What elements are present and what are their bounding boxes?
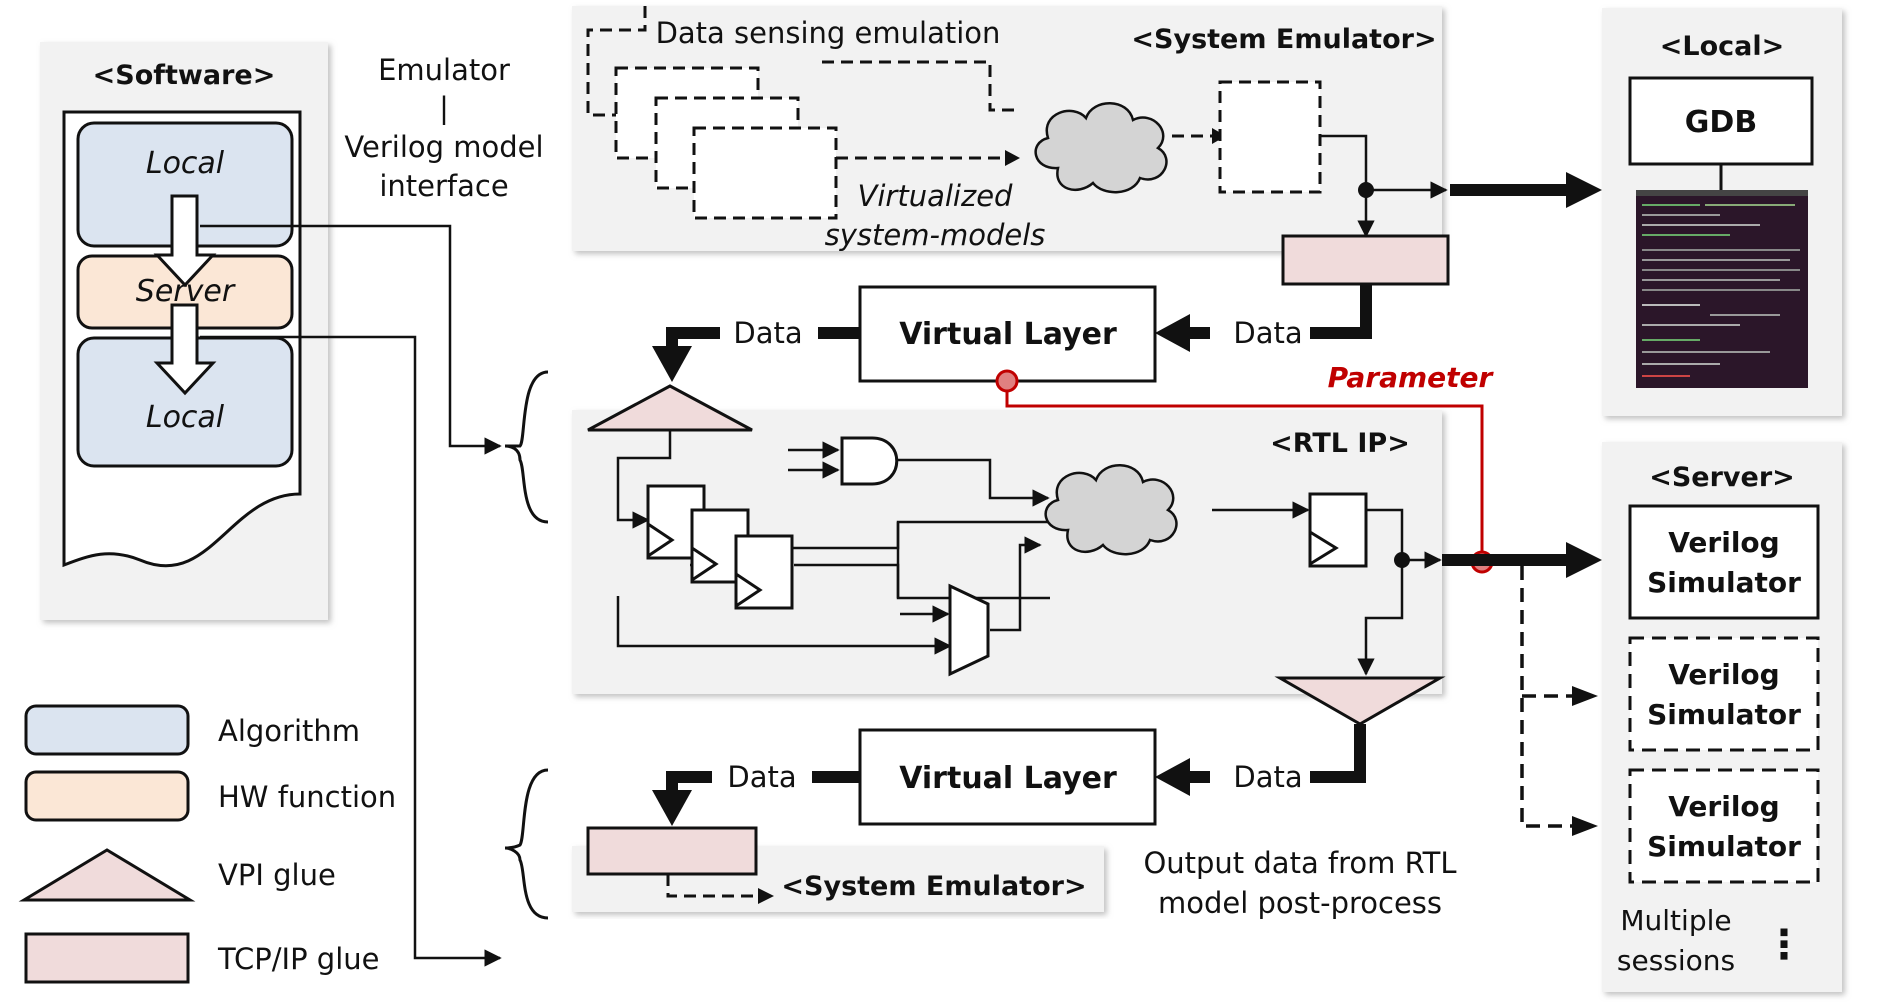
virtual-layer-top-label: Virtual Layer	[899, 317, 1117, 352]
server-title: <Server>	[1649, 462, 1795, 493]
brace-bottom	[504, 768, 549, 920]
svg-text:Simulator: Simulator	[1647, 566, 1801, 599]
local-top-label: Local	[146, 146, 225, 181]
flow-arrow-down-2	[153, 303, 217, 396]
svg-text:Emulator: Emulator	[378, 53, 510, 87]
data-sensing-label: Data sensing emulation	[656, 16, 1001, 50]
output-register	[1308, 492, 1368, 568]
output-note: Output data from RTL model post-process	[1143, 846, 1456, 920]
data-label-bottom-right: Data	[1233, 760, 1302, 794]
arrow-to-local	[1566, 172, 1602, 208]
local-panel: <Local> GDB	[1602, 8, 1842, 416]
virtualized-label-2: system-models	[825, 218, 1046, 252]
data-label-top-left: Data	[733, 316, 802, 350]
tcp-ip-glue-top	[1281, 234, 1450, 286]
arrow-to-server	[1566, 542, 1602, 578]
legend-label-algorithm: Algorithm	[218, 714, 360, 748]
legend-swatch-vpi-glue	[18, 848, 196, 902]
software-connectors	[200, 224, 502, 967]
parameter-label: Parameter	[1328, 361, 1495, 394]
legend-swatch-tcp-ip-glue	[24, 932, 190, 984]
verilog-simulator-3	[1628, 768, 1820, 884]
legend-label-hw-function: HW function	[218, 780, 396, 814]
rtl-ip-title: <RTL IP>	[1270, 428, 1410, 459]
legend-swatch-algorithm	[24, 704, 190, 756]
legend-label-tcp-ip-glue: TCP/IP glue	[217, 942, 379, 976]
brace-top	[504, 370, 549, 524]
verilog-simulator-1	[1628, 504, 1820, 620]
svg-text:Verilog: Verilog	[1668, 790, 1779, 823]
interface-label: Emulator | Verilog model interface	[344, 53, 543, 203]
svg-text:Verilog: Verilog	[1668, 526, 1779, 559]
software-panel: <Software> Local Server Local	[40, 42, 328, 620]
gdb-terminal-image	[1636, 190, 1808, 388]
system-emulator-bottom-panel: <System Emulator>	[572, 826, 1104, 912]
software-title: <Software>	[93, 60, 276, 91]
flow-arrow-down-1	[153, 194, 217, 288]
ellipsis-icon: ⋮	[1764, 922, 1804, 968]
legend: Algorithm HW function VPI glue TCP/IP gl…	[18, 704, 396, 984]
svg-text:Simulator: Simulator	[1647, 830, 1801, 863]
tcp-ip-glue-bottom	[586, 826, 758, 876]
virtual-layer-bottom-label: Virtual Layer	[899, 761, 1117, 796]
gdb-label: GDB	[1685, 105, 1757, 140]
multiple-label-1: Multiple	[1620, 904, 1731, 937]
verilog-simulator-2	[1628, 636, 1820, 752]
system-emulator-top-title: <System Emulator>	[1131, 24, 1436, 55]
svg-text:interface: interface	[379, 169, 508, 203]
system-emulator-top-panel: <System Emulator> Data sensing emulation…	[572, 6, 1442, 252]
local-bottom-label: Local	[146, 400, 225, 435]
svg-text:model post-process: model post-process	[1158, 886, 1442, 920]
data-label-top-right: Data	[1233, 316, 1302, 350]
mux	[948, 583, 990, 677]
rtl-ip-panel: <RTL IP>	[572, 384, 1442, 694]
legend-label-vpi-glue: VPI glue	[218, 858, 336, 892]
svg-text:Verilog model: Verilog model	[344, 130, 543, 164]
virtual-layer-bottom: Virtual Layer Data Data	[727, 728, 1303, 826]
parameter-connection: Parameter	[995, 361, 1495, 574]
system-emulator-bottom-title: <System Emulator>	[781, 871, 1086, 902]
vpi-glue-input	[587, 384, 753, 432]
and-gate	[840, 436, 899, 486]
local-title: <Local>	[1660, 31, 1784, 62]
vpi-glue-output	[1274, 676, 1446, 726]
legend-swatch-hw-function	[24, 770, 190, 822]
virtual-layer-top: Virtual Layer Data Data	[733, 285, 1303, 383]
svg-text:Output data from RTL: Output data from RTL	[1143, 846, 1456, 880]
virtualized-label-1: Virtualized	[858, 179, 1014, 213]
svg-text:Simulator: Simulator	[1647, 698, 1801, 731]
server-panel: <Server> Verilog Simulator Verilog Simul…	[1602, 442, 1842, 992]
flip-flop-chain	[646, 484, 794, 610]
svg-text:Verilog: Verilog	[1668, 658, 1779, 691]
multiple-label-2: sessions	[1617, 944, 1735, 977]
svg-text:|: |	[439, 91, 449, 125]
data-label-bottom-left: Data	[727, 760, 796, 794]
